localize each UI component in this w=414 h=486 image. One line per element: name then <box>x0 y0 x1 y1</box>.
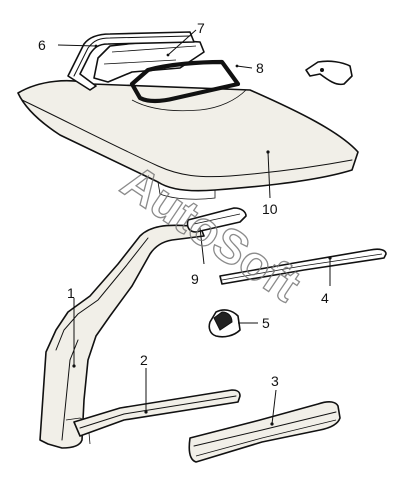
callout-7: 7 <box>197 20 205 36</box>
leader-8 <box>236 65 253 69</box>
roof-rail-strip-part <box>219 248 387 285</box>
corner-cap-part <box>208 309 241 338</box>
callout-labels: 6 7 8 10 9 4 5 1 2 3 <box>38 20 329 389</box>
callout-8: 8 <box>256 60 264 76</box>
callout-3: 3 <box>271 373 279 389</box>
callout-5: 5 <box>262 315 270 331</box>
rear-window-part <box>93 40 205 83</box>
leader-9 <box>199 227 205 265</box>
pillar-trim-part <box>39 224 205 449</box>
leader-6 <box>57 44 97 47</box>
leader-7 <box>167 29 197 56</box>
callout-10: 10 <box>262 201 278 217</box>
callout-9: 9 <box>191 271 199 287</box>
leader-3 <box>271 389 277 425</box>
callout-2: 2 <box>140 352 148 368</box>
pillar-molding-part <box>186 207 247 233</box>
sill-trim-left-part <box>73 389 241 437</box>
leader-10 <box>267 151 271 199</box>
sill-trim-right-part <box>188 401 341 463</box>
roof-opening-edge <box>131 89 247 112</box>
roof-headliner-part <box>17 79 359 200</box>
clip-part <box>305 60 353 86</box>
callout-1: 1 <box>67 285 75 301</box>
leader-lines <box>57 29 331 425</box>
callout-6: 6 <box>38 37 46 53</box>
callout-4: 4 <box>321 290 329 306</box>
